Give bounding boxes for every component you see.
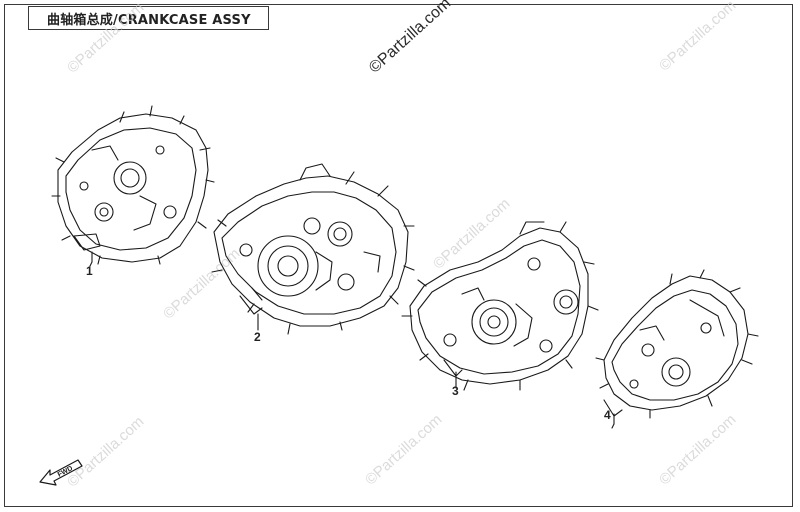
callout-4: 4 [604, 408, 611, 422]
part-2-case [211, 163, 415, 335]
diagram-frame [4, 4, 793, 507]
part-3-case [401, 221, 599, 391]
callout-3: 3 [452, 384, 459, 398]
callout-1: 1 [86, 264, 93, 278]
part-1-cover [51, 105, 215, 265]
fwd-label: FWD [57, 465, 74, 479]
part-4-cover [595, 269, 759, 425]
diagram-title: 曲轴箱总成/CRANKCASE ASSY [28, 6, 269, 30]
callout-2: 2 [254, 330, 261, 344]
fwd-arrow-icon: FWD [38, 456, 84, 490]
